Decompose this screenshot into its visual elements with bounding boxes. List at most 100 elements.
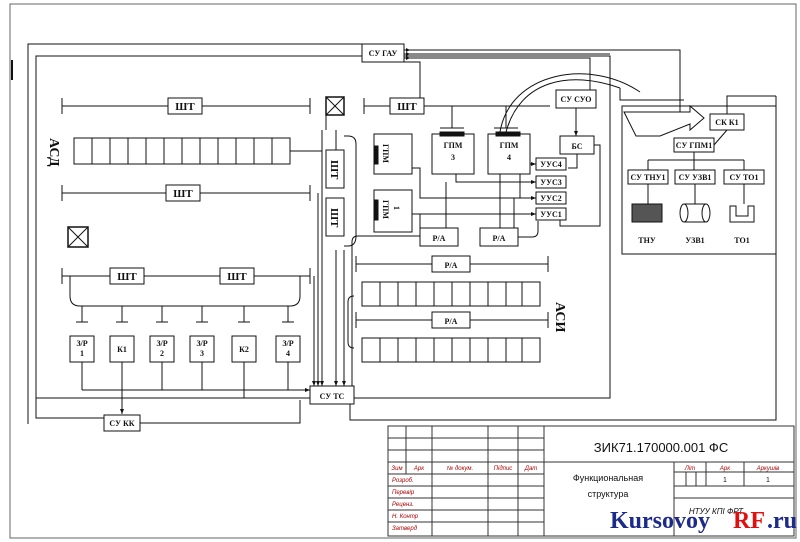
ts-feed-lines [313,106,353,386]
svg-text:1: 1 [80,349,84,358]
ra-block-2: Р/А [479,227,519,247]
ra-block-4: Р/А [431,311,471,329]
svg-text:3: 3 [451,153,455,162]
curve-gpm4-to-right [505,79,621,133]
sht-block-d: ШТ [219,267,255,285]
svg-text:СУ СУО: СУ СУО [561,95,592,104]
svg-text:№ докум.: № докум. [447,465,473,472]
svg-text:ГПМ: ГПМ [444,141,463,150]
tnu-equipment-icon: ТНУ [631,203,663,245]
svg-text:ШТ: ШТ [117,271,137,283]
svg-text:УУС1: УУС1 [540,210,562,219]
gpm1-subsystem-panel [621,105,777,255]
uus2-block: УУС2 [535,191,567,205]
svg-text:Р/А: Р/А [445,261,458,270]
storage-cells-left [73,137,291,165]
svg-text:ГПМ: ГПМ [500,141,519,150]
svg-text:СУ ГПМ1: СУ ГПМ1 [676,141,712,150]
su-kk-block: СУ КК [103,414,141,432]
zr-bus-lines [81,362,310,414]
svg-text:ШТ: ШТ [173,188,193,200]
uzv1-equipment-icon: УЗВ1 [679,203,711,245]
svg-text:RF: RF [733,508,765,534]
zr4-block: З/Р 4 [275,335,301,363]
title-block [387,425,795,537]
gpm1-block: ГПМ 1 [373,189,413,233]
gpm-block-left: ГПМ [373,133,413,175]
svg-text:З/Р: З/Р [76,339,87,348]
sht-block-e: ШТ [389,97,425,115]
svg-text:Реценз.: Реценз. [392,502,414,508]
asi-section: АСИ [552,302,567,333]
curve-gpm4-outer [499,73,641,133]
to1-equipment-icon: ТО1 [729,205,755,245]
organization: НТУУ КПІ ФРТ [689,507,744,516]
svg-text:СУ ТС: СУ ТС [320,392,345,401]
svg-text:3: 3 [200,349,204,358]
svg-text:Kursovoy: Kursovoy [610,508,710,534]
svg-text:СК К1: СК К1 [715,118,738,127]
su-suo-block: СУ СУО [555,89,597,109]
su-to1-block: СУ ТО1 [723,169,765,185]
svg-text:Арк: Арк [413,466,425,472]
svg-text:ШТ: ШТ [175,101,195,113]
bs-block: БС [559,135,595,155]
svg-text:Арк: Арк [719,466,731,472]
svg-text:ШТ: ШТ [397,101,417,113]
svg-text:1: 1 [392,206,401,210]
k2-block: К2 [231,335,257,363]
gau-to-gpm1-line [404,49,681,118]
svg-text:Зим: Зим [391,466,402,472]
svg-text:Р/А: Р/А [493,234,506,243]
bracket-vertical [344,135,357,247]
svg-text:Р/А: Р/А [445,317,458,326]
crossed-box-2 [67,226,89,248]
svg-text:Дат: Дат [524,466,538,472]
svg-text:З/Р: З/Р [196,339,207,348]
ra-block-1: Р/А [419,227,459,247]
zr1-block: З/Р 1 [69,335,95,363]
right-outer-line [740,96,777,421]
svg-text:.ru: .ru [767,508,797,534]
svg-text:СУ КК: СУ КК [109,419,134,428]
svg-text:УЗВ1: УЗВ1 [685,236,704,245]
gpm3-block: ГПМ 3 [431,131,475,175]
bottom-return-line [349,398,740,421]
svg-text:СУ ГАУ: СУ ГАУ [369,49,398,58]
svg-text:ГПМ: ГПМ [381,144,390,163]
svg-text:Літ: Літ [684,466,695,472]
svg-text:Аркушів: Аркушів [756,466,780,472]
svg-text:Перевір: Перевір [392,490,415,496]
drop-lines [76,306,294,323]
k1-block: К1 [109,335,135,363]
doc-title-line1: Функциональная [573,473,643,483]
uus4-block: УУС4 [535,157,567,171]
svg-text:Н. Контр: Н. Контр [392,514,419,520]
svg-text:ГПМ: ГПМ [381,200,390,219]
main-to-sukk-line [35,398,110,419]
svg-text:УУС3: УУС3 [540,178,562,187]
bracket-under-row3 [69,276,301,307]
doc-code: ЗИК71.170000.001 ФС [594,440,728,455]
svg-text:УУС4: УУС4 [540,160,562,169]
zr2-block: З/Р 2 [149,335,175,363]
watermark-logo-rf: RF [733,508,765,534]
svg-text:ШТ: ШТ [328,160,340,180]
svg-text:1: 1 [766,477,770,484]
sht-block-b: ШТ [165,184,201,202]
watermark-logo-tld: .ru [767,508,797,534]
ra-block-3: Р/А [431,255,471,273]
asd-label: АСД [46,138,61,167]
watermark-logo: Kursovoy [610,508,710,534]
svg-text:К1: К1 [117,345,127,354]
uus1-block: УУС1 [535,207,567,221]
svg-text:ТО1: ТО1 [734,236,749,245]
title-block-text: ЗИК71.170000.001 ФС Зим Арк № докум. Під… [391,440,779,532]
gpm4-block: ГПМ 4 [487,131,531,175]
sht-vertical-1: ШТ [325,149,345,189]
svg-text:СУ ТО1: СУ ТО1 [730,173,759,182]
svg-text:З/Р: З/Р [282,339,293,348]
svg-text:СУ ТНУ1: СУ ТНУ1 [631,173,666,182]
sht-vertical-2: ШТ [325,197,345,237]
asd-section: АСД [46,138,61,167]
